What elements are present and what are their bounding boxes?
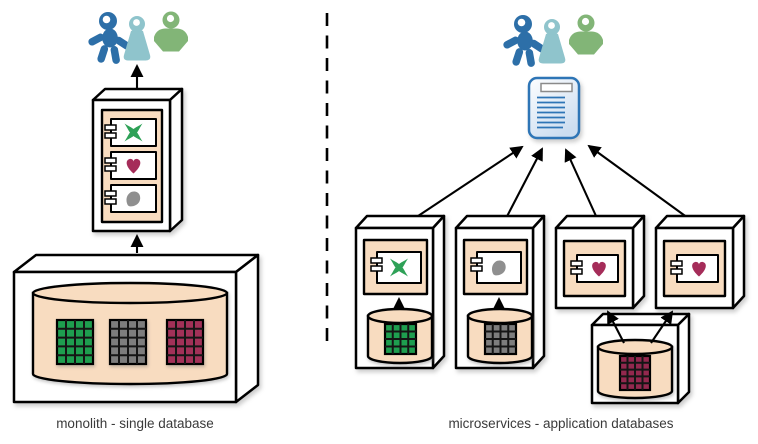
table-grid-green xyxy=(55,318,95,366)
arrow-service1-to-document xyxy=(402,145,524,227)
blob-icon xyxy=(491,260,506,276)
users-icon-right xyxy=(502,14,603,68)
box-top-face xyxy=(554,214,646,230)
user-star-blue-icon xyxy=(88,12,131,64)
component-card-blob xyxy=(470,251,522,284)
box-right-face xyxy=(234,253,260,404)
arrow-shareddb-to-service4 xyxy=(650,310,674,344)
box-top-face xyxy=(454,214,546,230)
service-box-blob xyxy=(454,214,546,370)
table-grid-green xyxy=(383,322,418,356)
box-top-face xyxy=(12,253,260,274)
monolith-caption: monolith - single database xyxy=(56,416,214,431)
box-right-face xyxy=(631,214,646,310)
service-box-heart-2 xyxy=(654,214,746,310)
box-top-face xyxy=(91,87,184,102)
users-icon-left xyxy=(88,11,188,64)
component-card-x xyxy=(104,118,157,147)
box-right-face xyxy=(676,312,691,405)
box-top-face xyxy=(654,214,746,230)
table-grid-crimson xyxy=(165,318,205,366)
arrow-service4-to-document xyxy=(587,144,700,227)
box-top-face xyxy=(590,312,691,327)
document-icon xyxy=(527,76,581,140)
arrow-shareddb-to-service3 xyxy=(607,310,625,344)
arrow-service3-to-document xyxy=(564,148,602,228)
arrow-service2-to-document xyxy=(501,147,543,227)
user-shield-green-icon xyxy=(154,11,188,52)
monolith-app-box xyxy=(91,87,184,233)
heart-icon xyxy=(692,261,706,277)
document-title-bar xyxy=(540,82,573,93)
document-text-lines xyxy=(537,96,565,129)
service-box-heart-1 xyxy=(554,214,646,310)
component-card-heart xyxy=(570,254,619,283)
box-right-face xyxy=(431,214,446,370)
service-box-x xyxy=(354,214,446,370)
box-right-face xyxy=(168,87,184,233)
table-grid-gray xyxy=(483,322,518,356)
table-grid-crimson xyxy=(618,354,652,392)
x-icon xyxy=(124,123,143,142)
box-top-face xyxy=(354,214,446,230)
x-icon xyxy=(390,258,408,277)
monolith-database-box xyxy=(12,253,260,404)
blob-icon xyxy=(126,191,141,207)
shared-database-box xyxy=(590,312,691,405)
table-grid-gray xyxy=(108,318,148,366)
box-right-face xyxy=(531,214,546,370)
heart-icon xyxy=(592,261,606,277)
heart-icon xyxy=(126,158,141,174)
component-card-x xyxy=(370,251,422,284)
box-right-face xyxy=(731,214,746,310)
component-card-heart xyxy=(104,151,157,180)
component-card-heart xyxy=(670,254,719,283)
component-card-blob xyxy=(104,184,157,213)
user-round-teal-icon xyxy=(123,16,151,61)
microservices-caption: microservices - application databases xyxy=(448,416,673,431)
